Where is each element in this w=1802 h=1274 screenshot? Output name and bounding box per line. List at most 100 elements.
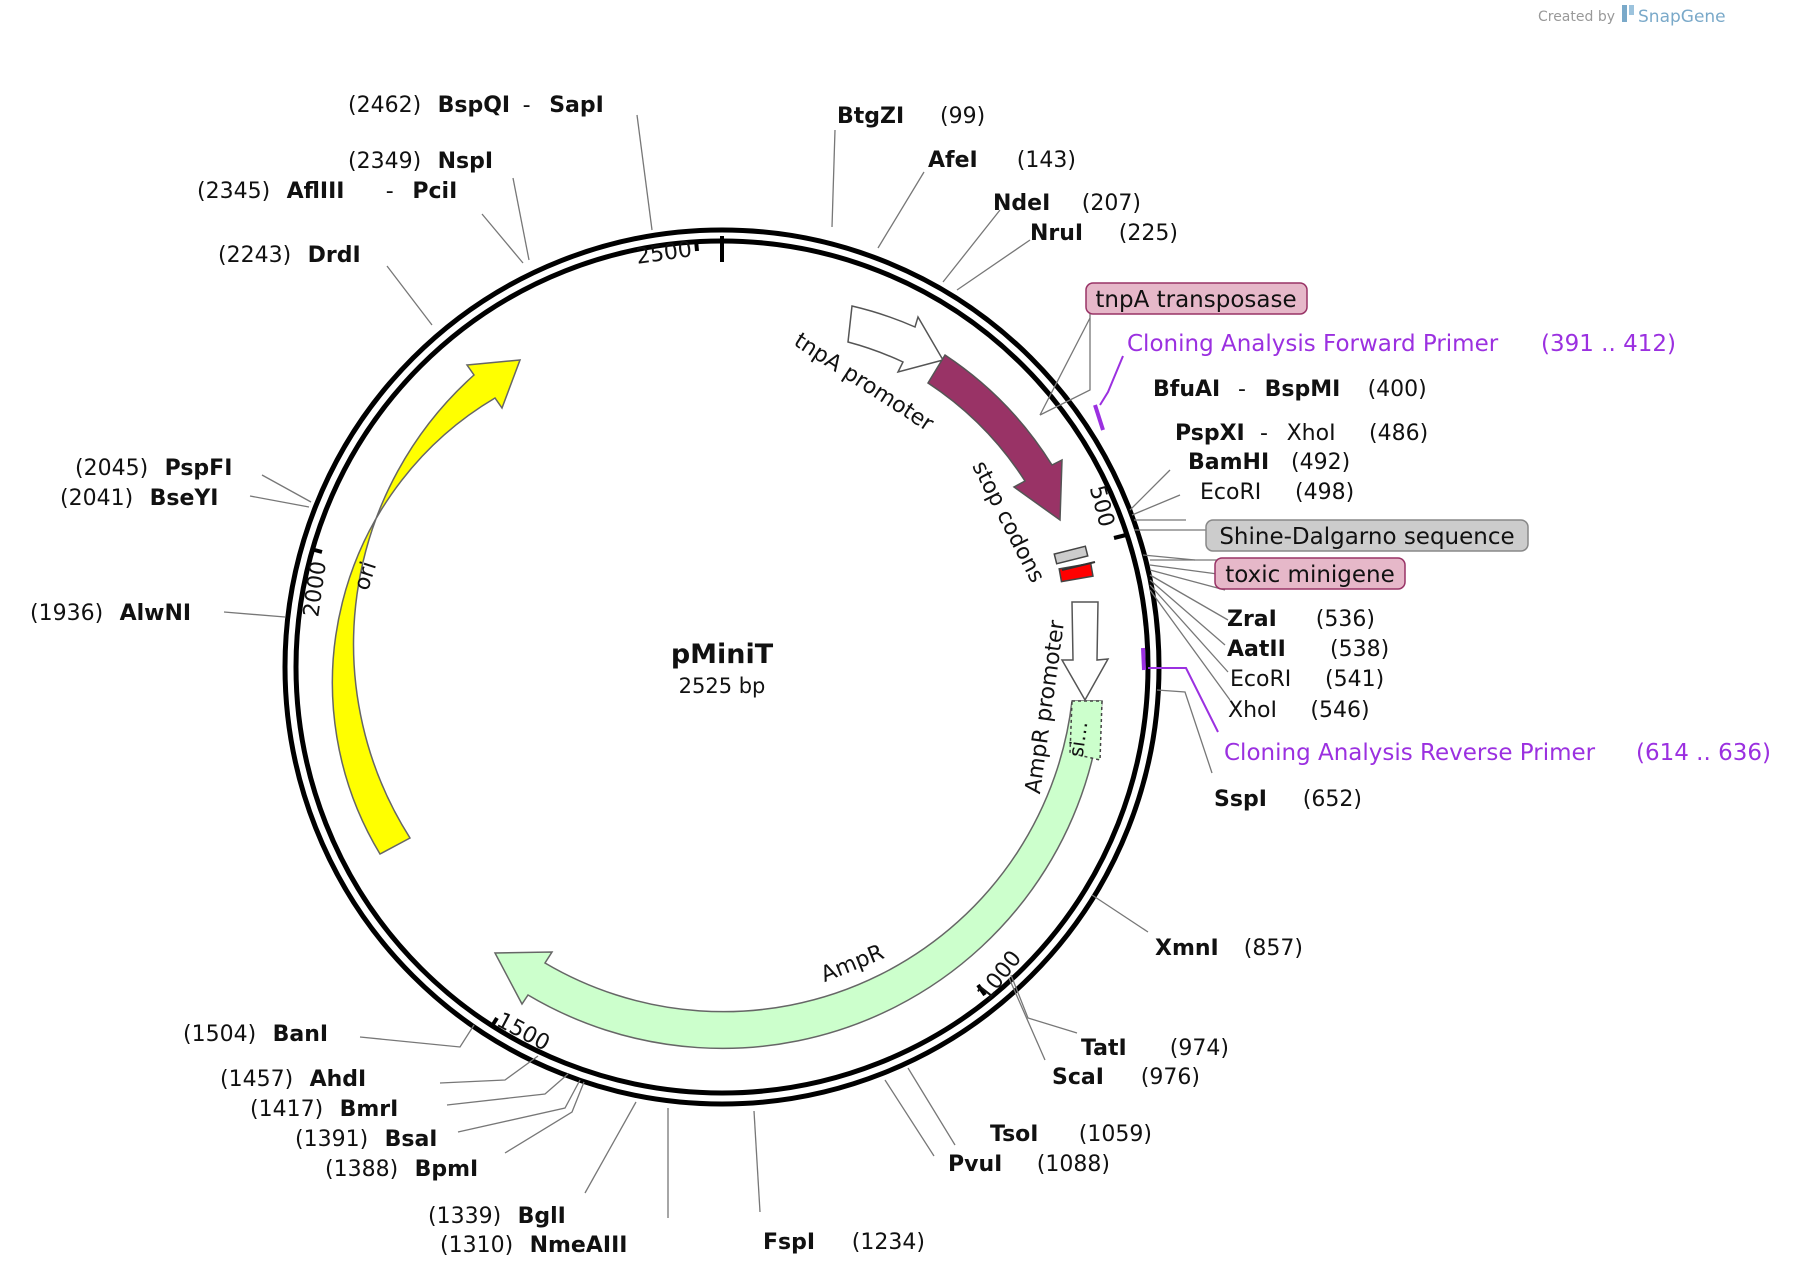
site-name: BtgZI xyxy=(837,104,904,129)
site-position: (538) xyxy=(1330,637,1389,662)
site-position: (492) xyxy=(1291,450,1350,475)
site-name: PspXI xyxy=(1175,421,1245,446)
site-name: AhdI xyxy=(310,1067,367,1092)
forward-primer-label[interactable]: Cloning Analysis Forward Primer (391 .. … xyxy=(1127,331,1676,357)
site-bamhi-10[interactable]: BamHI(492) xyxy=(1188,450,1350,475)
restriction-site-leaders xyxy=(223,114,1231,1218)
site-position: (1059) xyxy=(1079,1122,1152,1147)
site-name: NspI xyxy=(438,149,493,174)
site-bseyi-13[interactable]: (2041)BseYI xyxy=(60,486,219,511)
site-zrai-14[interactable]: ZraI(536) xyxy=(1227,607,1375,632)
site-btgzi-1[interactable]: BtgZI (99) xyxy=(837,104,985,129)
tnpa-transposase-box[interactable]: tnpA transposase xyxy=(1085,282,1308,315)
site-name: TsoI xyxy=(990,1122,1038,1147)
site-fspi-32[interactable]: FspI(1234) xyxy=(763,1230,925,1255)
site-position: (486) xyxy=(1369,421,1428,446)
site-pspfi-12[interactable]: (2045)PspFI xyxy=(75,456,232,481)
site-name: AfeI xyxy=(928,148,978,173)
tick-mark-2000 xyxy=(310,547,323,554)
toxic-minigene-box[interactable]: toxic minigene xyxy=(1214,557,1406,590)
site-name: PvuI xyxy=(948,1152,1002,1177)
site-name-2: SapI xyxy=(549,93,604,118)
site-name: BfuAI xyxy=(1153,377,1220,402)
site-name: DrdI xyxy=(308,243,361,268)
site-ahdi-24[interactable]: (1457) AhdI xyxy=(220,1067,366,1092)
site-bmri-25[interactable]: (1417)BmrI xyxy=(250,1097,398,1122)
site-bfuai-8[interactable]: BfuAI-BspMI(400) xyxy=(1153,377,1427,402)
site-position: (1310) xyxy=(440,1233,513,1258)
site-sspi-19[interactable]: SspI (652) xyxy=(1214,787,1362,812)
site-afliii-4[interactable]: (2345)AflIII-PciI xyxy=(197,179,457,204)
site-alwni-18[interactable]: (1936)AlwNI xyxy=(30,601,191,626)
site-pspxi-9[interactable]: PspXI-XhoI (486) xyxy=(1175,421,1428,446)
tick-mark-1000 xyxy=(976,983,987,997)
site-position: (1504) xyxy=(183,1022,256,1047)
site-ndei-5[interactable]: NdeI(207) xyxy=(993,191,1141,216)
site-bani-21[interactable]: (1504)BanI xyxy=(183,1022,328,1047)
site-bpmi-29[interactable]: (1388)BpmI xyxy=(325,1157,478,1182)
site-name: XhoI xyxy=(1228,698,1277,723)
toxic-minigene-line xyxy=(1061,561,1096,571)
site-position: (1234) xyxy=(852,1230,925,1255)
tnpa-transposase-box-label: tnpA transposase xyxy=(1095,287,1296,313)
site-name: EcoRI xyxy=(1200,480,1261,505)
ampr-feature[interactable] xyxy=(493,700,1103,1050)
site-xmni-20[interactable]: XmnI (857) xyxy=(1155,936,1303,961)
site-separator: - xyxy=(523,93,531,118)
site-position: (225) xyxy=(1119,221,1178,246)
site-name-2: BspMI xyxy=(1265,377,1341,402)
site-position: (857) xyxy=(1244,936,1303,961)
site-position: (498) xyxy=(1295,480,1354,505)
site-afei-2[interactable]: AfeI(143) xyxy=(928,148,1076,173)
shine-dalgarno-box[interactable]: Shine-Dalgarno sequence xyxy=(1205,519,1529,552)
site-tsoi-26[interactable]: TsoI (1059) xyxy=(990,1122,1152,1147)
site-nspi-3[interactable]: (2349)NspI xyxy=(348,149,493,174)
reverse-primer-label[interactable]: Cloning Analysis Reverse Primer (614 .. … xyxy=(1224,740,1771,766)
site-position: (2041) xyxy=(60,486,133,511)
site-scai-23[interactable]: ScaI(976) xyxy=(1052,1065,1200,1090)
restriction-site-labels: (2462)BspQI-SapI BtgZI (99) AfeI(143) (2349)… xyxy=(30,93,1428,1258)
plasmid-name: pMiniT xyxy=(671,639,774,670)
site-nrui-6[interactable]: NruI(225) xyxy=(1030,221,1178,246)
site-name: BsaI xyxy=(385,1127,438,1152)
site-drdi-7[interactable]: (2243) DrdI xyxy=(218,243,361,268)
shine-dalgarno-feature[interactable] xyxy=(1053,545,1089,565)
site-ecori-11[interactable]: EcoRI (498) xyxy=(1200,480,1354,505)
site-name: TatI xyxy=(1081,1036,1127,1061)
reverse-primer-range: (614 .. 636) xyxy=(1636,740,1771,766)
tick-label-1500: 1500 xyxy=(492,1008,553,1056)
shine-dalgarno-box-label: Shine-Dalgarno sequence xyxy=(1219,524,1514,550)
site-name: SspI xyxy=(1214,787,1267,812)
site-name: AflIII xyxy=(287,179,345,204)
toxic-minigene-box-label: toxic minigene xyxy=(1225,562,1395,588)
site-tati-22[interactable]: TatI (974) xyxy=(1081,1036,1229,1061)
site-bgli-30[interactable]: (1339)BglI xyxy=(428,1204,566,1229)
site-position: (2243) xyxy=(218,243,291,268)
tick-mark-1500 xyxy=(490,1016,499,1028)
site-aatii-15[interactable]: AatII(538) xyxy=(1227,637,1389,662)
site-pvui-28[interactable]: PvuI(1088) xyxy=(948,1152,1110,1177)
site-position: (1457) xyxy=(220,1067,293,1092)
tick-mark-500 xyxy=(1113,533,1127,540)
tnpa-transposase-feature[interactable] xyxy=(926,353,1063,522)
site-position: (974) xyxy=(1170,1036,1229,1061)
tnpa-promoter-feature[interactable] xyxy=(847,305,945,374)
tick-label-500: 500 xyxy=(1084,483,1119,530)
site-position: (2345) xyxy=(197,179,270,204)
credit-prefix: Created by xyxy=(1538,9,1615,25)
site-ecori-16[interactable]: EcoRI(541) xyxy=(1230,667,1384,692)
ori-feature[interactable] xyxy=(331,359,522,855)
site-bsai-27[interactable]: (1391)BsaI xyxy=(295,1127,438,1152)
site-separator: - xyxy=(1260,421,1268,446)
site-xhoi-17[interactable]: XhoI(546) xyxy=(1228,698,1370,723)
site-name: XmnI xyxy=(1155,936,1219,961)
site-nmeaiii-31[interactable]: (1310)NmeAIII xyxy=(440,1233,627,1258)
site-position: (1339) xyxy=(428,1204,501,1229)
site-position: (1388) xyxy=(325,1157,398,1182)
site-position: (652) xyxy=(1303,787,1362,812)
site-position: (99) xyxy=(940,104,985,129)
site-name-2: XhoI xyxy=(1287,421,1336,446)
ampr-promoter-feature[interactable] xyxy=(1060,601,1110,702)
site-bspqi-0[interactable]: (2462)BspQI-SapI xyxy=(348,93,604,118)
